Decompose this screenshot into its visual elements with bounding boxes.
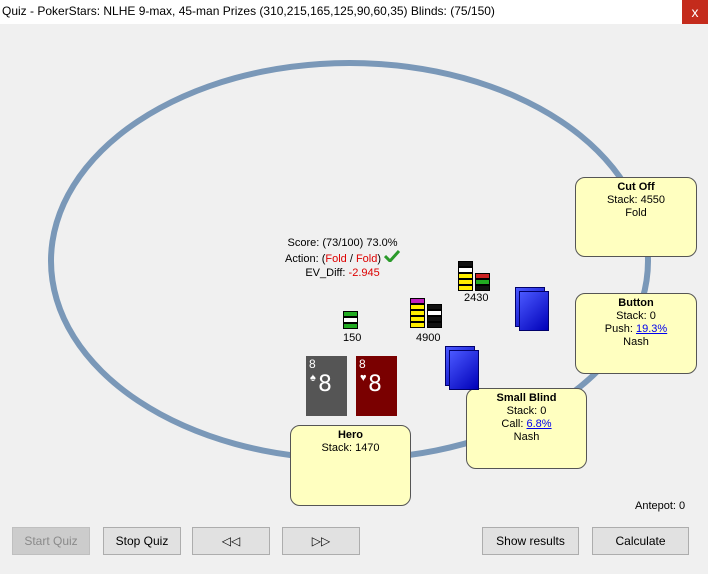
card-back-icon — [519, 291, 549, 331]
ev-line: EV_Diff: -2.945 — [285, 266, 400, 280]
action-paren-close: ) — [377, 253, 382, 265]
action-hero: Fold — [325, 253, 347, 265]
action-correct: Fold — [355, 253, 378, 265]
seat-stack: Stack: 4550 — [606, 194, 666, 206]
close-button[interactable]: x — [682, 0, 708, 24]
seat-stack: Stack: 1470 — [321, 442, 380, 454]
start-quiz-button[interactable]: Start Quiz — [12, 527, 90, 555]
seat-name: Cut Off — [617, 181, 655, 193]
ev-value: -2.945 — [348, 267, 380, 279]
score-value: (73/100) 73.0% — [322, 237, 398, 249]
action-label: Action: — [285, 253, 319, 265]
seat-stack: Stack: 0 — [506, 405, 547, 417]
seat-action: Fold — [625, 207, 647, 219]
seat-small-blind: Small Blind Stack: 0 Call: 6.8% Nash — [466, 388, 587, 469]
seat-name: Button — [618, 297, 654, 309]
score-line: Score: (73/100) 73.0% — [285, 236, 400, 250]
seat-name: Small Blind — [496, 392, 557, 404]
hero-card-2: 8 ♥ 8 — [356, 356, 397, 416]
call-label: Call: — [501, 418, 524, 430]
card-rank: 8 — [309, 357, 316, 371]
bet-small-blind: 4900 — [416, 332, 441, 344]
heart-icon: ♥ — [360, 372, 367, 384]
next-button[interactable]: ▷▷ — [282, 527, 360, 555]
score-label: Score: — [287, 237, 320, 249]
seat-mode: Nash — [513, 431, 540, 443]
show-results-button[interactable]: Show results — [482, 527, 579, 555]
card-big-rank: 8 — [318, 372, 332, 397]
quiz-info: Score: (73/100) 73.0% Action: (Fold / Fo… — [285, 236, 401, 280]
antepot: Antepot: 0 — [635, 500, 686, 512]
seat-stack: Stack: 0 — [616, 310, 656, 322]
seat-cutoff: Cut Off Stack: 4550 Fold — [575, 177, 697, 257]
card-back-icon — [449, 350, 479, 390]
hero-card-1: 8 ♠ 8 — [306, 356, 347, 416]
card-rank: 8 — [359, 357, 366, 371]
push-label: Push: — [604, 323, 633, 335]
calculate-button[interactable]: Calculate — [592, 527, 689, 555]
push-range-link[interactable]: 19.3% — [636, 323, 668, 335]
bet-hero: 150 — [343, 332, 362, 344]
spade-icon: ♠ — [310, 372, 316, 384]
card-big-rank: 8 — [368, 372, 382, 397]
seat-name: Hero — [337, 429, 364, 441]
seat-mode: Nash — [623, 336, 649, 348]
call-range-link[interactable]: 6.8% — [526, 418, 552, 430]
seat-hero: Hero Stack: 1470 — [290, 425, 411, 506]
stop-quiz-button[interactable]: Stop Quiz — [103, 527, 181, 555]
ev-label: EV_Diff: — [305, 267, 346, 279]
action-line: Action: (Fold / Fold) — [285, 249, 401, 266]
bet-button: 2430 — [464, 292, 489, 304]
checkmark-icon — [384, 249, 401, 265]
window-title: Quiz - PokerStars: NLHE 9-max, 45-man Pr… — [2, 4, 495, 18]
action-paren-open: ( — [321, 253, 326, 265]
title-bar: Quiz - PokerStars: NLHE 9-max, 45-man Pr… — [0, 0, 708, 24]
previous-button[interactable]: ◁◁ — [192, 527, 270, 555]
seat-button: Button Stack: 0 Push: 19.3% Nash — [575, 293, 697, 374]
action-separator: / — [346, 253, 356, 265]
